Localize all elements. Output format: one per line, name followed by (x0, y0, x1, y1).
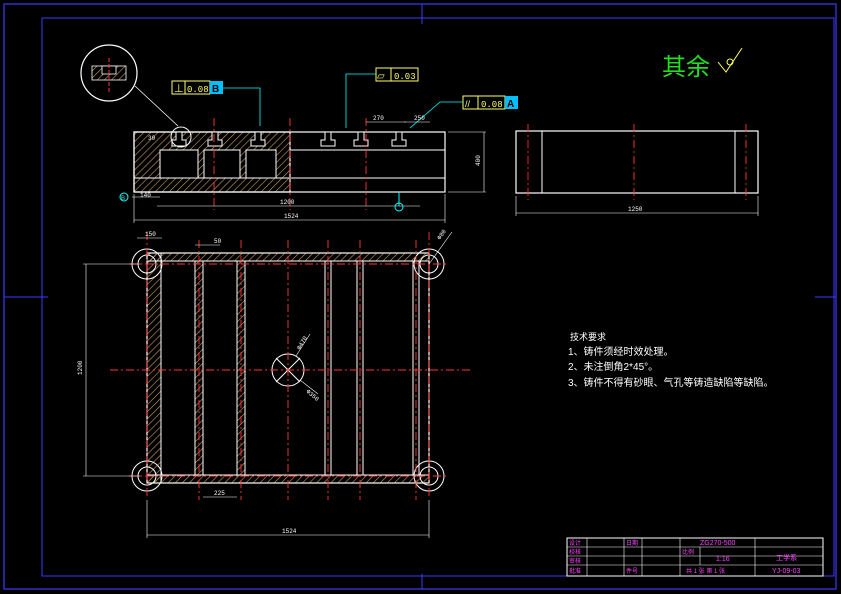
note-line-1: 1、铸件须经时效处理。 (568, 345, 674, 358)
part-code: ZG270-500 (700, 540, 736, 547)
note-line-3: 3、铸件不得有砂眼、气孔等铸造缺陷等缺陷。 (568, 376, 774, 389)
datum-b-marker: B (119, 192, 129, 202)
datum-a-marker (394, 192, 404, 212)
scale-value: 1:16 (716, 556, 730, 563)
svg-text:1200: 1200 (77, 360, 84, 375)
surface-finish-note: 其余 (662, 47, 743, 81)
flatness-frame: ▱ 0.03 (345, 67, 419, 128)
svg-text:Φ470: Φ470 (296, 335, 309, 351)
note-line-2: 2、未注倒角2*45°。 (568, 360, 658, 373)
side-view: 1250 (515, 124, 759, 216)
svg-text:Φ80: Φ80 (436, 228, 448, 241)
svg-text:0.08: 0.08 (481, 100, 503, 110)
svg-text:日期: 日期 (626, 539, 638, 547)
svg-text:B: B (212, 84, 219, 95)
svg-text:140: 140 (140, 192, 151, 199)
roughness-symbol-icon (717, 47, 743, 73)
parallelism-frame: // 0.08 A (409, 95, 518, 129)
svg-text:50: 50 (214, 238, 222, 245)
svg-text:▱: ▱ (377, 71, 385, 82)
plan-view: 1200 1524 225 150 50 Φ80 Φ470 Φ350 (77, 228, 470, 538)
svg-text:30: 30 (148, 135, 156, 142)
svg-text:1524: 1524 (282, 528, 297, 535)
title-block: 设计 校核 审核 批准 日期 比例 件号 ZG270-500 1:16 共 1 … (566, 537, 824, 577)
svg-text:设计: 设计 (569, 539, 581, 547)
drawing-number: YJ-09-03 (772, 568, 801, 575)
svg-text:270: 270 (373, 115, 384, 122)
notes-title: 技术要求 (570, 331, 606, 342)
perpendicularity-frame: ⊥ 0.08 B (171, 80, 261, 126)
svg-text:1524: 1524 (284, 213, 299, 220)
svg-text:0.08: 0.08 (187, 85, 209, 95)
svg-text:Φ350: Φ350 (305, 388, 321, 403)
sheet-frame (3, 3, 837, 590)
svg-text:⊥: ⊥ (174, 83, 184, 95)
svg-text:150: 150 (145, 231, 156, 238)
svg-text:审核: 审核 (569, 557, 581, 565)
svg-text:件号: 件号 (626, 567, 638, 575)
svg-text://: // (465, 99, 471, 109)
svg-text:1250: 1250 (628, 206, 643, 213)
svg-text:批准: 批准 (569, 567, 581, 575)
technical-notes: 技术要求 1、铸件须经时效处理。 2、未注倒角2*45°。 3、铸件不得有砂眼、… (568, 331, 774, 389)
svg-text:A: A (507, 99, 514, 110)
svg-text:0.03: 0.03 (394, 72, 416, 82)
org-name: 工学系 (776, 553, 797, 562)
svg-text:225: 225 (214, 490, 225, 497)
svg-text:校核: 校核 (569, 548, 581, 556)
svg-text:250: 250 (414, 115, 425, 122)
svg-text:1200: 1200 (280, 199, 295, 206)
svg-text:B: B (121, 196, 125, 202)
sheet-info: 共 1 张 第 1 张 (686, 567, 725, 575)
svg-text:比例: 比例 (682, 548, 694, 556)
detail-view (80, 44, 179, 127)
surface-finish-text: 其余 (662, 54, 710, 81)
front-view: 1200 1524 400 270 250 30 140 B (119, 115, 486, 223)
svg-text:400: 400 (475, 155, 482, 166)
